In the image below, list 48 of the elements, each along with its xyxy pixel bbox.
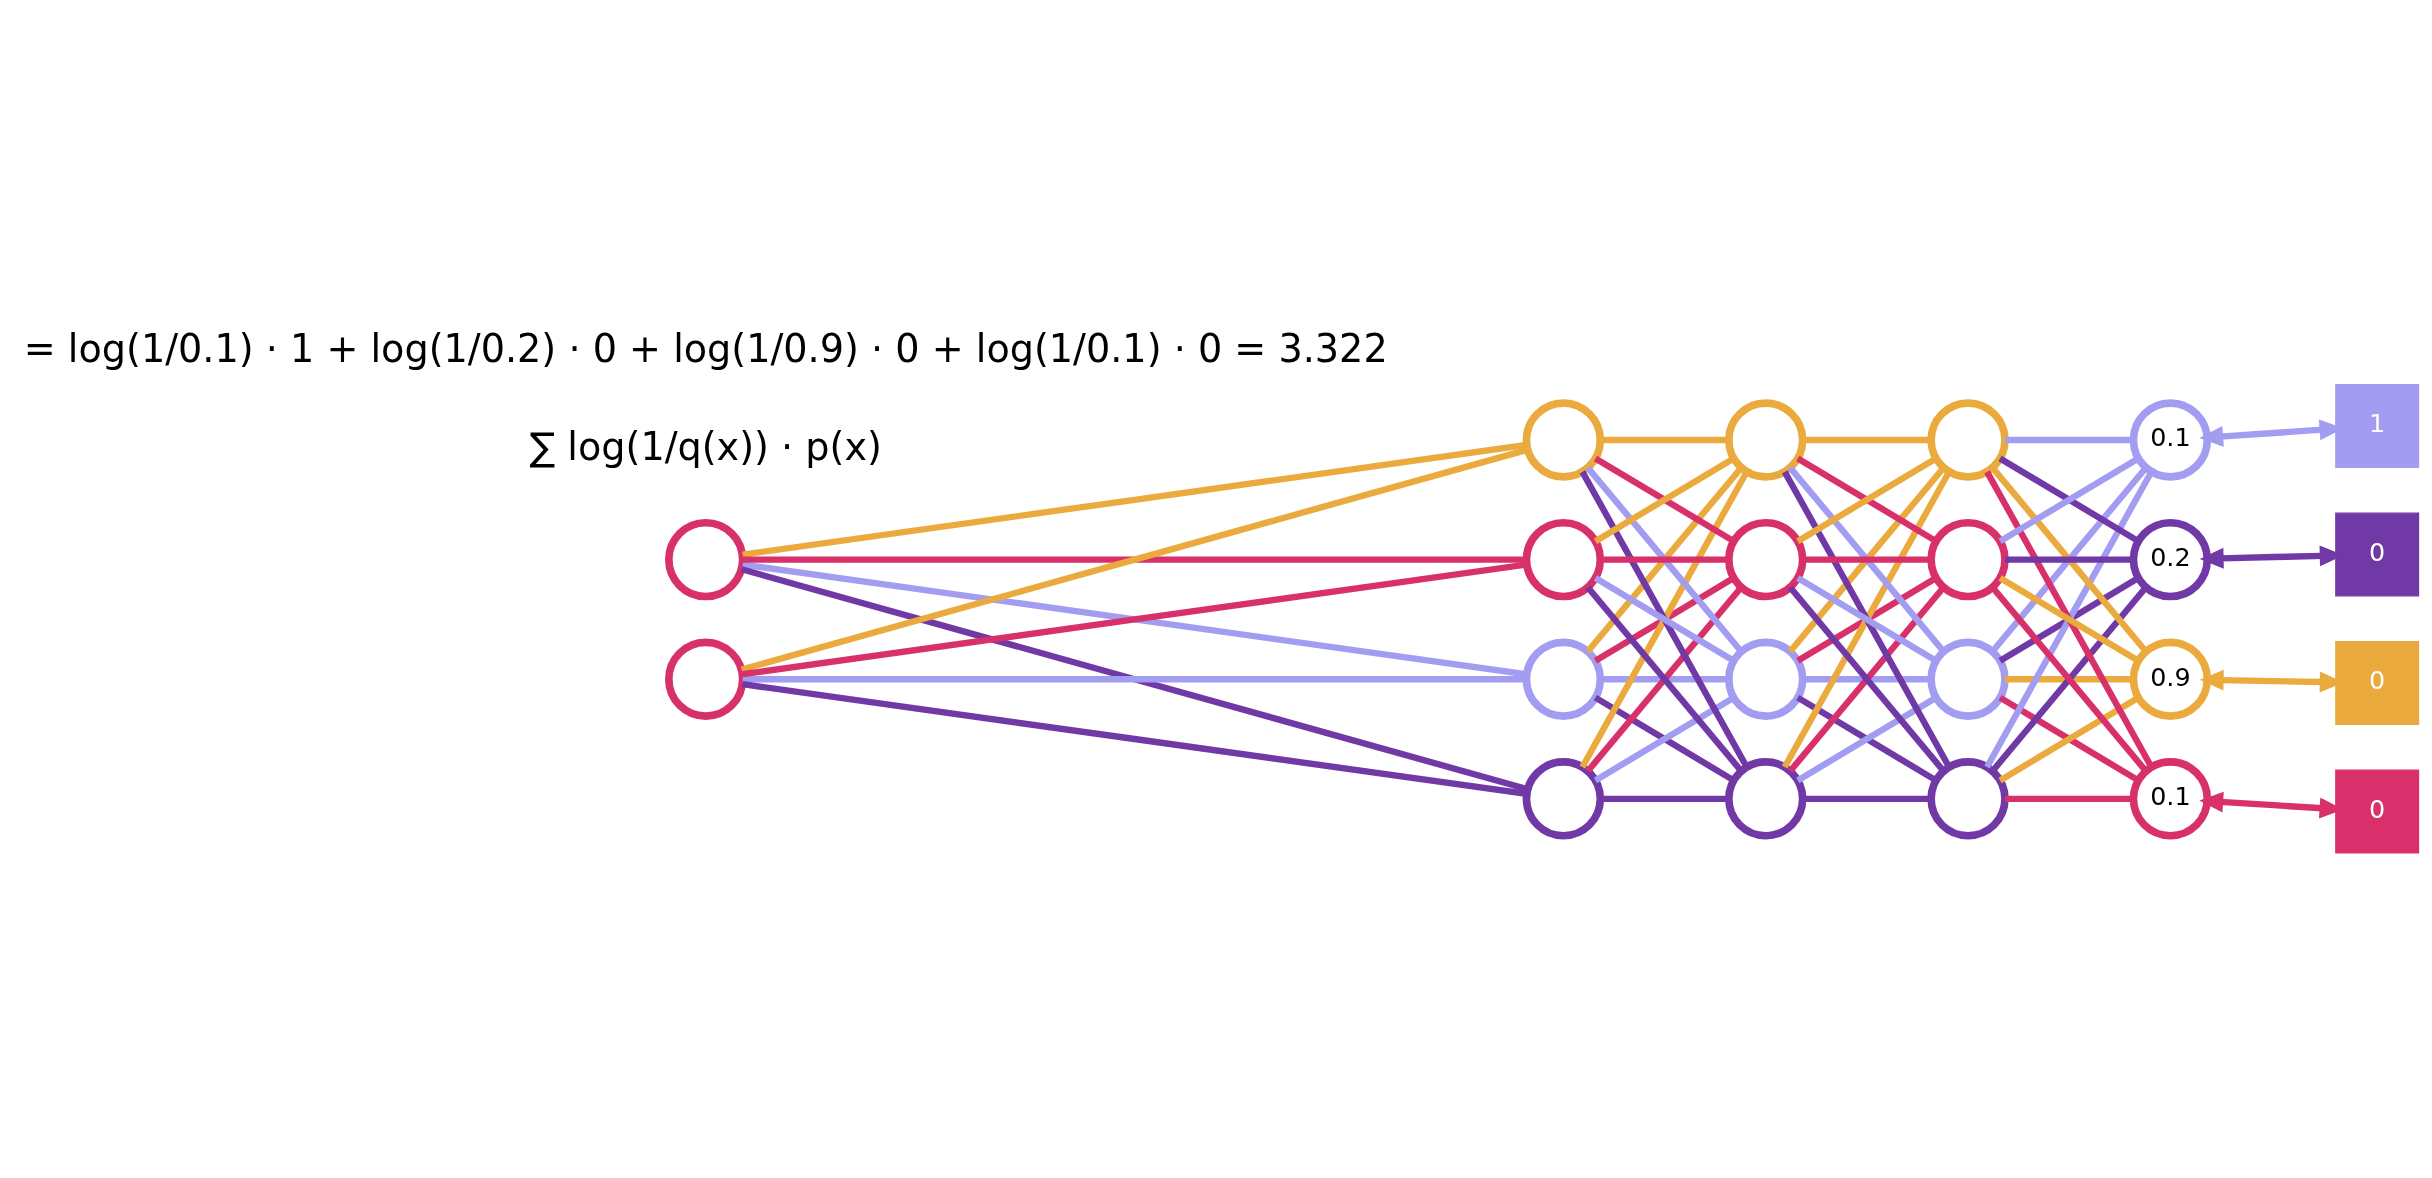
node-box: 1 xyxy=(2335,383,2420,468)
node-circle xyxy=(665,518,747,600)
node-circle xyxy=(1522,757,1605,840)
connector xyxy=(1600,555,1729,563)
node-circle xyxy=(1725,518,1807,600)
node-circle xyxy=(1927,638,2009,720)
node-circle: 0.1 xyxy=(2129,398,2212,481)
connector xyxy=(1998,455,2140,544)
node-circle: 0.2 xyxy=(2129,518,2212,600)
connector xyxy=(1990,465,2149,653)
label: ∑ log(1/q(x)) · p(x) xyxy=(529,424,882,469)
node-box: 0 xyxy=(2335,640,2420,725)
connector xyxy=(1585,584,1744,773)
connector xyxy=(2005,795,2134,802)
connector xyxy=(2005,555,2134,563)
connector xyxy=(1998,574,2140,663)
node-circle xyxy=(1927,518,2009,600)
node-circle xyxy=(1725,638,1807,720)
connector xyxy=(1787,465,1947,653)
connector xyxy=(1998,694,2140,783)
node-circle xyxy=(1725,398,1807,481)
connector xyxy=(1593,455,1736,544)
node-circle xyxy=(1522,398,1605,481)
connector xyxy=(1802,555,1932,563)
connector xyxy=(1600,795,1729,802)
node-box: 0 xyxy=(2335,512,2420,596)
node-circle xyxy=(1927,757,2009,840)
connector xyxy=(1796,694,1938,783)
node-circle: 0.9 xyxy=(2129,638,2212,720)
connector xyxy=(1579,469,1750,769)
connector xyxy=(2005,675,2134,682)
connector xyxy=(1796,455,1938,544)
node-circle xyxy=(1522,518,1605,600)
node-box: 0 xyxy=(2335,769,2420,854)
connector xyxy=(1600,675,1729,682)
connector xyxy=(1593,574,1736,663)
connector xyxy=(1796,574,1938,663)
connector xyxy=(1600,436,1729,443)
connector xyxy=(1787,584,1947,773)
node-circle xyxy=(1725,757,1807,840)
connector xyxy=(1781,469,1952,769)
node-circle xyxy=(1927,398,2009,481)
connector xyxy=(1585,465,1744,653)
node-circle xyxy=(1522,638,1605,720)
connector xyxy=(1984,469,2155,769)
node-circle xyxy=(665,638,747,720)
node-circle: 0.1 xyxy=(2129,757,2212,840)
label: = log(1/0.1) · 1 + log(1/0.2) · 0 + log(1/0.9) · 0 + log(1/0.1) · 0 = 3.322 xyxy=(23,326,1388,371)
